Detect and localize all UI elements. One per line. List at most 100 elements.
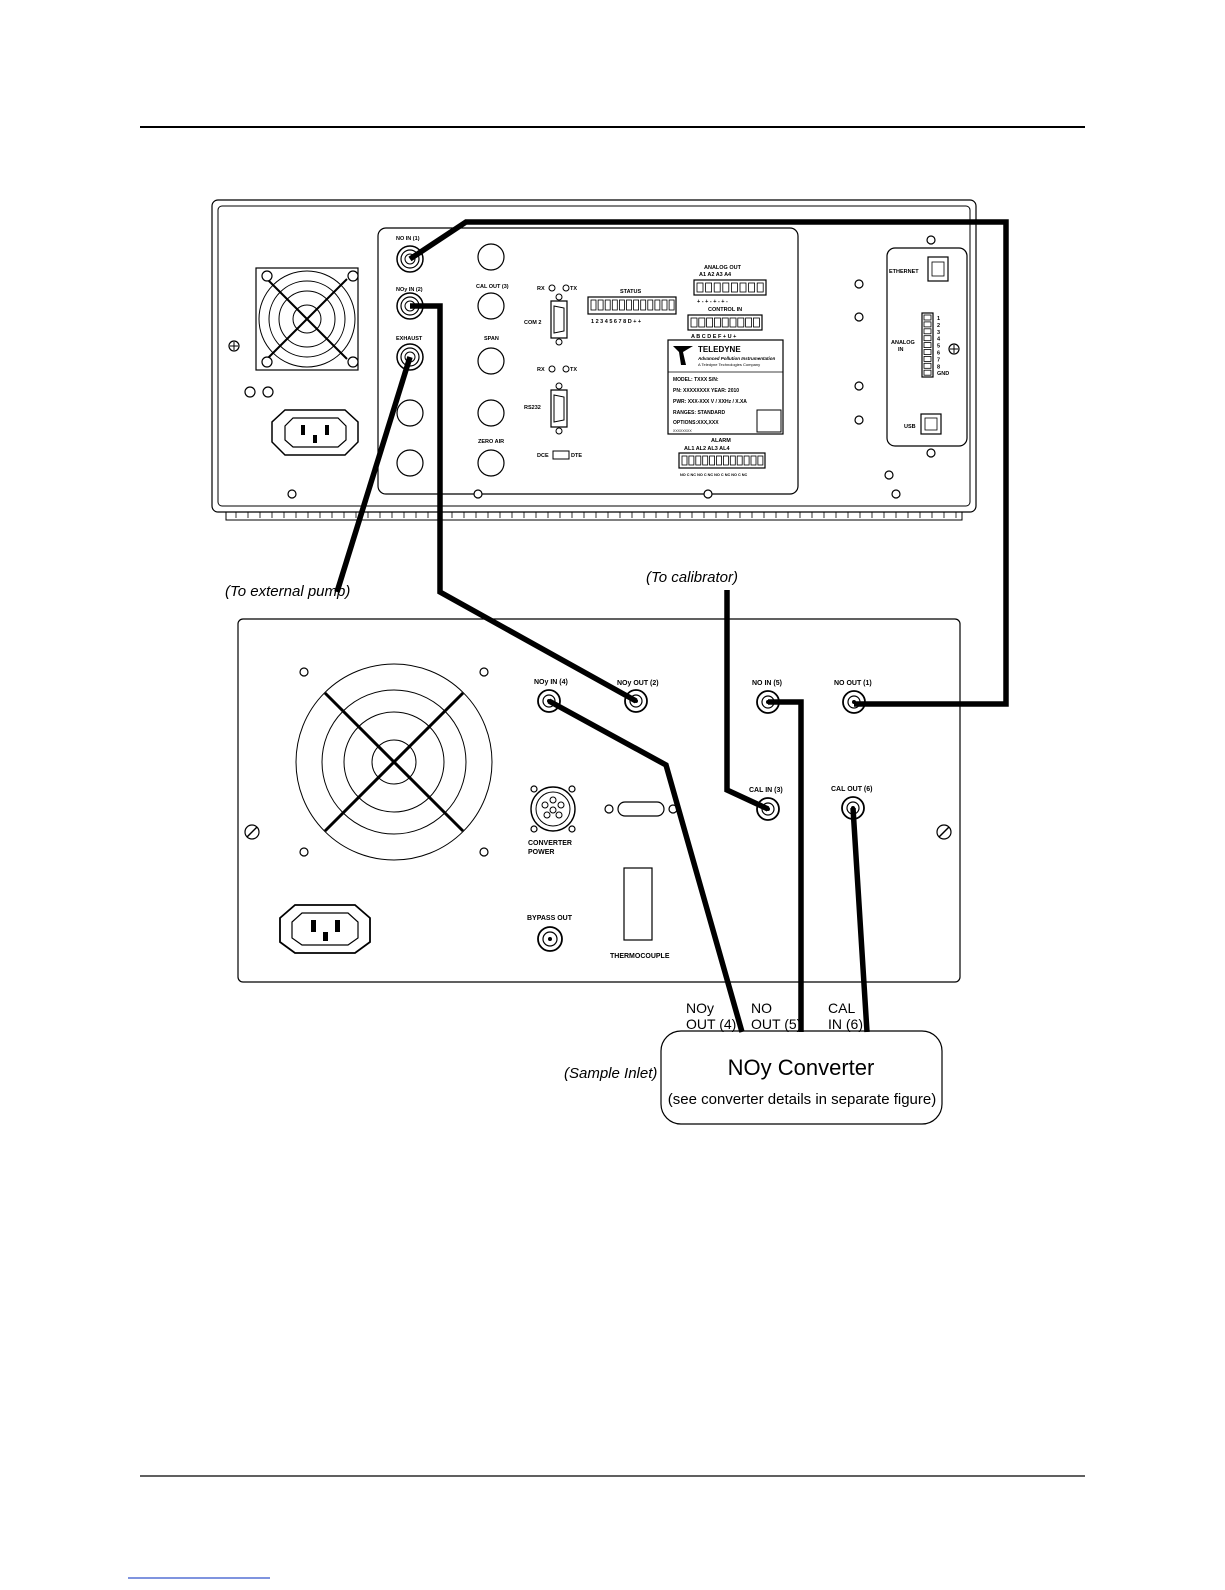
analog-in-pin-label: 4 [937, 337, 941, 343]
dte-label: DTE [571, 453, 582, 459]
nameplate-ranges: RANGES: STANDARD [673, 410, 726, 416]
port-cal-in-6-line2: IN (6) [828, 1016, 863, 1032]
analyzer-fan [255, 267, 359, 371]
terminal-pin [756, 282, 764, 293]
terminal-pin [690, 317, 698, 328]
nameplate-company: A Teledyne Technologies Company [698, 362, 760, 367]
terminal-pin [753, 317, 760, 328]
to-calibrator-label: (To calibrator) [646, 569, 738, 586]
noy-converter-title: NOy Converter [728, 1055, 875, 1080]
terminal-pin [604, 299, 611, 311]
dce-label: DCE [537, 453, 549, 459]
sample-inlet-label: (Sample Inlet) [564, 1065, 657, 1082]
com2-tx-label: TX [570, 286, 577, 292]
status-label: STATUS [620, 289, 642, 295]
label-cal-in-3: CAL IN (3) [749, 787, 783, 794]
nameplate-subtitle: Advanced Pollution Instrumentation [697, 356, 776, 361]
analog-out-connector: ANALOG OUT A1 A2 A3 A4 + - + - + - + - [693, 265, 767, 305]
analog-in-pin-label: 2 [937, 323, 940, 329]
converter-fan [295, 663, 493, 861]
nameplate-pwr: PWR: XXX-XXX V / XXHz / X.XA [673, 399, 747, 405]
thermocouple-plate [623, 867, 653, 941]
terminal-pin [739, 282, 747, 293]
converter-power-label-2: POWER [528, 849, 554, 856]
terminal-pin [729, 317, 737, 328]
terminal-pin [716, 455, 722, 466]
label-no-out-1: NO OUT (1) [834, 680, 872, 687]
terminal-pin [661, 299, 668, 311]
port-no-out-5-line2: OUT (5) [751, 1016, 801, 1032]
label-zero-air: ZERO AIR [478, 439, 504, 445]
analog-in-pin-label: GND [937, 371, 949, 377]
terminal-pin [736, 455, 743, 466]
terminal-pin [722, 282, 730, 293]
fitting-zero-air[interactable] [477, 449, 505, 477]
analog-out-channels: A1 A2 A3 A4 [699, 272, 732, 278]
analog-in-pin-label: 5 [937, 344, 940, 350]
analog-in-pin-label: 3 [937, 330, 940, 336]
alarm-channels: AL1 AL2 AL3 AL4 [684, 446, 730, 452]
converter-power-connector: CONVERTER POWER [528, 785, 576, 856]
terminal-pin [721, 317, 729, 328]
terminal-pin [668, 299, 675, 311]
terminal-pin [757, 455, 764, 466]
terminal-pin [923, 349, 932, 355]
screw [244, 824, 260, 840]
terminal-pin [702, 455, 709, 466]
nameplate-options: OPTIONS:XXX,XXX [673, 420, 719, 426]
tube-noy-in-4-to-converter [547, 698, 745, 1033]
com2-rx-label: RX [537, 286, 545, 292]
rs232-tx-label: TX [570, 367, 577, 373]
control-in-label: CONTROL IN [708, 307, 742, 313]
panel-vent-ticks [235, 512, 957, 518]
terminal-pin [626, 299, 632, 311]
terminal-pin [654, 299, 661, 311]
label-cal-out: CAL OUT (3) [476, 284, 509, 290]
terminal-pin [731, 282, 738, 293]
fitting-span[interactable] [477, 347, 505, 375]
terminal-pin [681, 455, 688, 466]
terminal-pin [633, 299, 639, 311]
terminal-pin [705, 282, 712, 293]
terminal-pin [737, 317, 745, 328]
control-in-connector: CONTROL IN A B C D E F + U + [687, 307, 763, 340]
rs232-rx-label: RX [537, 367, 545, 373]
port-noy-out-4-line1: NOy [686, 1000, 714, 1016]
oval-connector [604, 801, 678, 817]
terminal-pin [698, 317, 706, 328]
teledyne-logo [673, 346, 693, 365]
terminal-pin [688, 455, 695, 466]
tube-calibrator-to-cal-in [724, 590, 770, 812]
terminal-pin [923, 342, 932, 349]
analyzer-power-inlet [271, 409, 359, 456]
converter-power-label-1: CONVERTER [528, 840, 572, 847]
nameplate-code: XXXXXXXX [673, 429, 692, 433]
terminal-pin [923, 362, 932, 369]
alarm-pins: NO C NC NO C NC NO C NC NO C NC [680, 473, 748, 477]
fitting-cal-out[interactable] [477, 292, 505, 320]
tube-cal-out-6-to-converter [850, 807, 870, 1033]
rs232-port[interactable]: RX TX RS232 [524, 365, 577, 435]
ethernet-port[interactable] [927, 256, 949, 282]
terminal-pin [748, 282, 755, 293]
terminal-pin [923, 321, 932, 328]
terminal-pin [745, 317, 752, 328]
usb-port[interactable] [920, 413, 942, 435]
label-no-in: NO IN (1) [396, 236, 420, 242]
terminal-pin [723, 455, 729, 466]
nameplate: TELEDYNE Advanced Pollution Instrumentat… [667, 339, 784, 435]
alarm-label: ALARM [711, 438, 731, 444]
terminal-pin [750, 455, 757, 466]
fitting-bypass-out[interactable] [537, 926, 563, 952]
terminal-pin [923, 328, 932, 335]
terminal-pin [729, 455, 736, 466]
terminal-pin [640, 299, 647, 311]
tube-noy-in-to-noy-out [410, 303, 638, 704]
com2-port[interactable]: RX TX COM 2 [524, 284, 577, 346]
screw [228, 340, 240, 352]
usb-label: USB [904, 424, 916, 430]
label-span: SPAN [484, 336, 499, 342]
dce-dte-switch[interactable]: DCE DTE [537, 450, 582, 460]
